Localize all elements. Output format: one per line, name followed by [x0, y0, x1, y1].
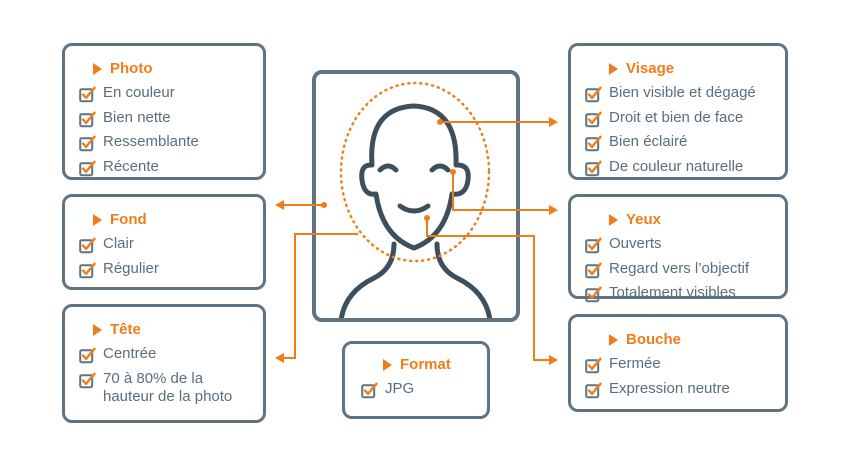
checklist-item: JPG: [361, 380, 471, 405]
checkbox-checked-icon: [585, 111, 602, 134]
checklist-item-text: Centrée: [103, 345, 157, 362]
checklist-item-text: Regard vers l’objectif: [609, 259, 750, 277]
checklist-item: De couleur naturelle: [585, 158, 771, 183]
bouche-title-text: Bouche: [626, 331, 682, 348]
fond-title-text: Fond: [110, 211, 147, 228]
checklist-item: Ouverts: [585, 235, 771, 260]
triangle-bullet-icon: [609, 333, 618, 346]
checkbox-checked-icon: [79, 262, 96, 285]
checklist-item-text: Ressemblante: [103, 133, 199, 150]
format-box: Format JPG: [342, 341, 490, 419]
checklist-item: Bien éclairé: [585, 133, 771, 158]
checklist-item: Ressemblante: [79, 133, 249, 158]
checklist-item: Fermée: [585, 355, 771, 380]
checklist-item: Récente: [79, 158, 249, 183]
checklist-item: En couleur: [79, 84, 249, 109]
checklist-item-text: Fermée: [609, 355, 661, 372]
bouche-title: Bouche: [609, 331, 771, 348]
face-illustration: [338, 103, 493, 318]
photo-title-text: Photo: [110, 60, 153, 77]
checklist-item: Expression neutre: [585, 380, 771, 405]
format-title-text: Format: [400, 356, 451, 373]
format-title: Format: [383, 356, 471, 373]
yeux-title-text: Yeux: [626, 211, 662, 228]
checkbox-checked-icon: [79, 372, 96, 395]
checklist-item-text: Récente: [103, 157, 159, 175]
photo-title: Photo: [93, 60, 249, 77]
checkbox-checked-icon: [361, 382, 378, 405]
visage-title-text: Visage: [626, 60, 675, 77]
fond-title: Fond: [93, 211, 249, 228]
checklist-item: 70 à 80% de la hauteur de la photo: [79, 370, 249, 407]
checklist-item-text: Régulier: [103, 259, 159, 277]
checklist-item: Regard vers l’objectif: [585, 260, 771, 285]
visage-title: Visage: [609, 60, 771, 77]
checkbox-checked-icon: [585, 160, 602, 183]
checkbox-checked-icon: [585, 382, 602, 405]
connector-arrowheads: [275, 117, 558, 365]
checklist-item: Bien visible et dégagé: [585, 84, 771, 109]
checklist-item-text: Droit et bien de face: [609, 108, 744, 126]
checkbox-checked-icon: [79, 347, 96, 370]
tete-title: Tête: [93, 321, 249, 338]
tete-title-text: Tête: [110, 321, 141, 338]
triangle-bullet-icon: [93, 62, 102, 75]
checkbox-checked-icon: [585, 86, 602, 109]
checklist-item: Droit et bien de face: [585, 109, 771, 134]
triangle-bullet-icon: [93, 213, 102, 226]
checkbox-checked-icon: [79, 86, 96, 109]
checklist-item-text: 70 à 80% de la hauteur de la photo: [103, 369, 233, 406]
tete-box: Tête Centrée 70 à 80% de la hauteur de la…: [62, 304, 266, 423]
checklist-item-text: De couleur naturelle: [609, 157, 744, 175]
checklist-item-text: Bien éclairé: [609, 133, 688, 150]
connector-lines: [280, 121, 553, 361]
checklist-item-text: Bien nette: [103, 108, 171, 126]
checkbox-checked-icon: [585, 357, 602, 380]
triangle-bullet-icon: [609, 62, 618, 75]
checkbox-checked-icon: [585, 237, 602, 260]
checklist-item-text: Totalement visibles: [609, 284, 736, 301]
checklist-item-text: JPG: [385, 380, 415, 397]
checkbox-checked-icon: [79, 160, 96, 183]
checklist-item-text: Expression neutre: [609, 379, 730, 397]
tete-checklist: Centrée 70 à 80% de la hauteur de la phot…: [79, 345, 249, 407]
checklist-item: Clair: [79, 235, 249, 260]
checkbox-checked-icon: [79, 135, 96, 158]
checklist-item: Totalement visibles: [585, 284, 771, 309]
checklist-item-text: Clair: [103, 235, 134, 252]
triangle-bullet-icon: [609, 213, 618, 226]
format-checklist: JPG: [361, 380, 471, 405]
checklist-item-text: Ouverts: [609, 235, 662, 252]
checkbox-checked-icon: [79, 237, 96, 260]
checkbox-checked-icon: [79, 111, 96, 134]
triangle-bullet-icon: [93, 323, 102, 336]
checklist-item-text: En couleur: [103, 84, 175, 101]
checklist-item: Bien nette: [79, 109, 249, 134]
checklist-item-text: Bien visible et dégagé: [609, 84, 756, 101]
checkbox-checked-icon: [585, 286, 602, 309]
triangle-bullet-icon: [383, 358, 392, 371]
checkbox-checked-icon: [585, 135, 602, 158]
yeux-title: Yeux: [609, 211, 771, 228]
head-guide-oval: [339, 81, 491, 263]
checkbox-checked-icon: [585, 262, 602, 285]
checklist-item: Régulier: [79, 260, 249, 285]
checklist-item: Centrée: [79, 345, 249, 370]
